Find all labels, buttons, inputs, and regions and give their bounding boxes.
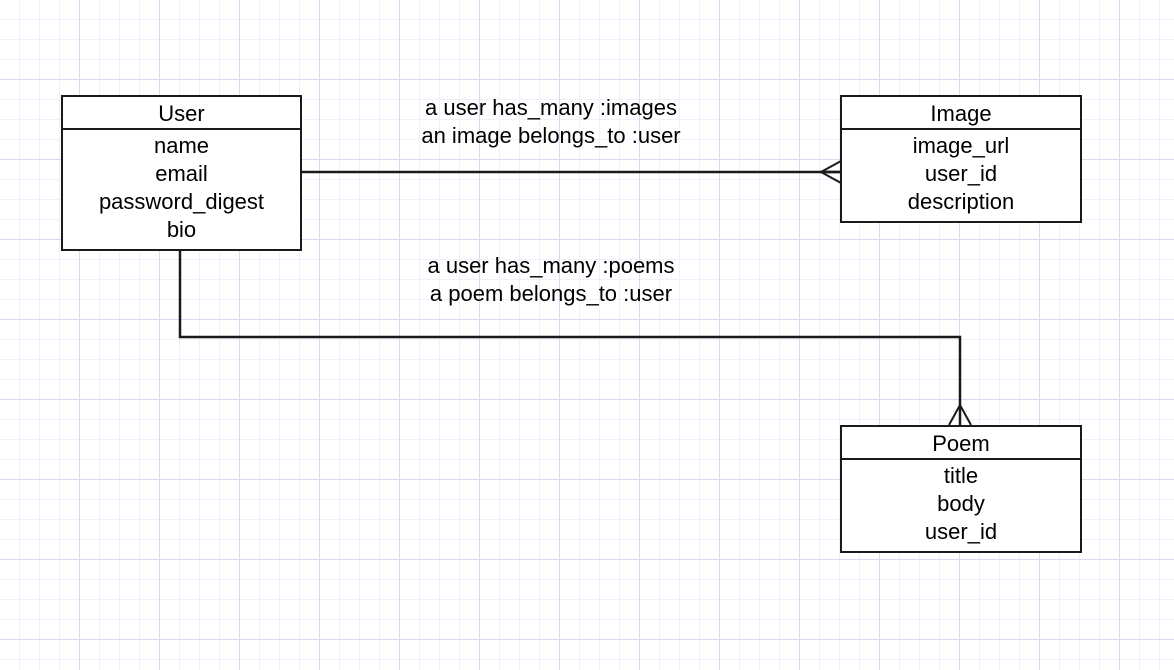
field-user-id: user_id [924, 161, 998, 186]
field-body: body [937, 491, 985, 516]
field-name: name [153, 133, 210, 158]
relationship-line: an image belongs_to :user [421, 123, 681, 148]
crows-foot-icon [948, 404, 972, 426]
entity-title: Poem [842, 427, 1080, 460]
field-bio: bio [166, 217, 197, 242]
entity-fields: image_url user_id description [842, 130, 1080, 216]
field-password-digest: password_digest [98, 189, 265, 214]
crows-foot-icon [820, 160, 842, 184]
entity-fields: title body user_id [842, 460, 1080, 546]
field-user-id: user_id [924, 519, 998, 544]
field-image-url: image_url [912, 133, 1010, 158]
field-email: email [155, 161, 208, 186]
relationship-label-user-poems: a user has_many :poems a poem belongs_to… [351, 252, 751, 308]
field-description: description [907, 189, 1015, 214]
relationship-label-user-images: a user has_many :images an image belongs… [351, 94, 751, 150]
entity-poem[interactable]: Poem title body user_id [840, 425, 1082, 553]
entity-image[interactable]: Image image_url user_id description [840, 95, 1082, 223]
entity-user[interactable]: User name email password_digest bio [61, 95, 302, 251]
entity-title: User [63, 97, 300, 130]
entity-title: Image [842, 97, 1080, 130]
relationship-line: a user has_many :poems [427, 253, 675, 278]
user-image-connector[interactable] [301, 160, 842, 184]
user-poem-connector[interactable] [178, 251, 972, 426]
relationship-line: a user has_many :images [425, 95, 677, 120]
entity-fields: name email password_digest bio [63, 130, 300, 244]
field-title: title [943, 463, 979, 488]
relationship-line: a poem belongs_to :user [429, 281, 673, 306]
